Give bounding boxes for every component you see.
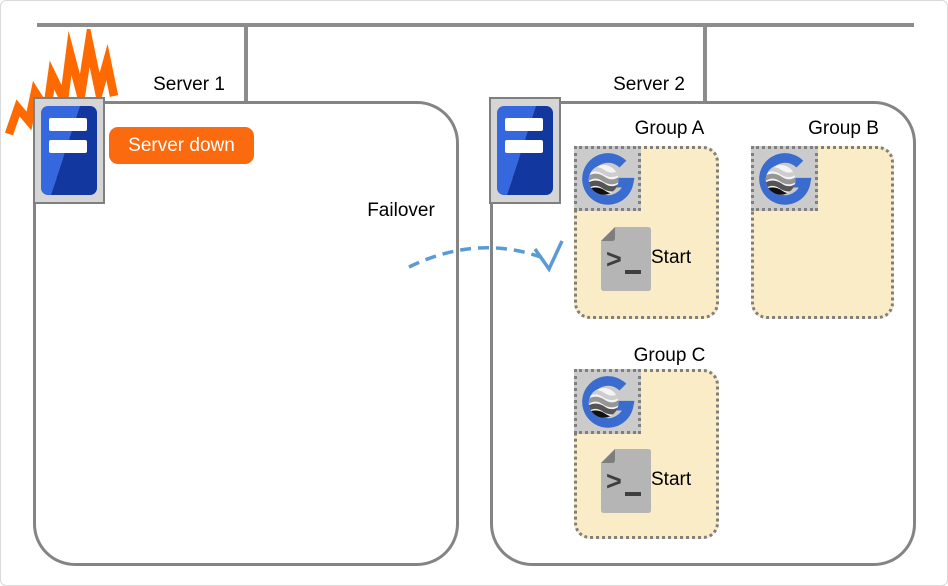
server-slot [505,118,543,131]
server-slot [49,118,87,131]
network-drop-server1 [244,24,248,104]
g-globe-logo-icon [757,151,813,207]
server-slot [49,140,87,153]
start-script-icon [601,449,651,513]
server1-label: Server 1 [153,74,225,95]
g-globe-logo-icon [580,374,636,430]
group-c-start-label: Start [651,469,692,490]
failover-arrow-icon [408,240,564,273]
group-c-logo-tile [574,369,641,434]
start-script-icon [601,227,651,291]
group-b-label: Group B [808,118,879,139]
server1-icon [33,97,105,204]
group-c-label: Group C [633,345,706,366]
g-globe-logo-icon [580,151,636,207]
failover-label: Failover [367,200,435,221]
group-b-logo-tile [751,146,818,211]
group-a-label: Group A [634,118,705,139]
server2-icon [489,97,561,204]
server2-label: Server 2 [613,74,685,95]
server-down-badge: Server down [109,127,254,164]
server-slot [505,140,543,153]
server-front-panel [497,106,553,195]
network-drop-server2 [703,24,707,104]
group-a-logo-tile [574,146,641,211]
server-front-panel [41,106,97,195]
network-bus-line [37,23,914,27]
group-a-start-label: Start [651,247,692,268]
